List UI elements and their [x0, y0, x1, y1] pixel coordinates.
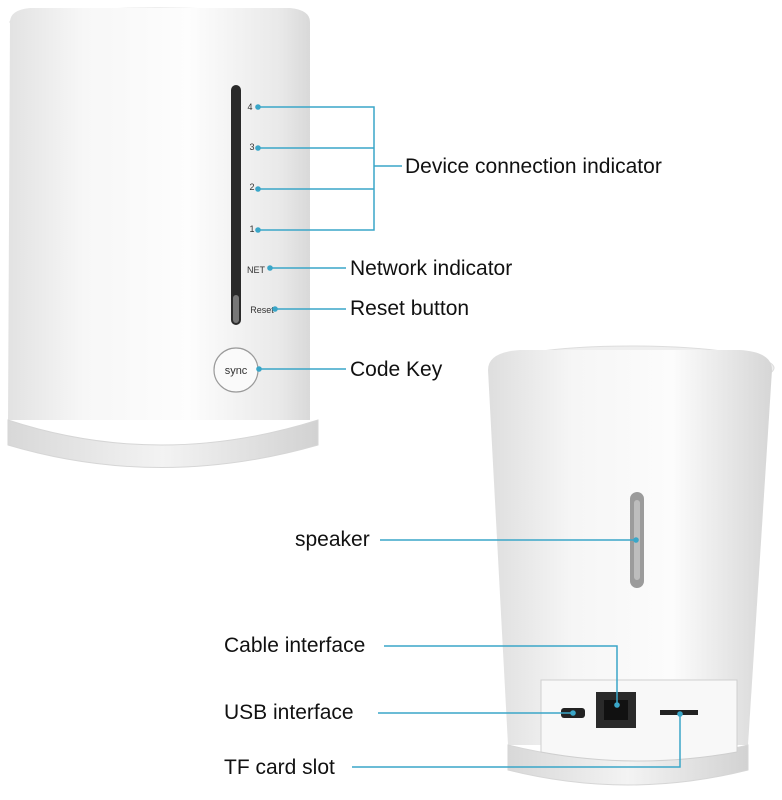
indicator-number-2: 2	[249, 182, 254, 192]
network-indicator-label: Network indicator	[350, 257, 513, 280]
net-text: NET	[247, 265, 266, 275]
code-key-label: Code Key	[350, 358, 443, 381]
reset-text: Reset	[250, 305, 274, 315]
tf-card-slot-label: TF card slot	[224, 756, 335, 779]
reset-button-label: Reset button	[350, 297, 470, 320]
leader-lines	[258, 106, 681, 768]
cable-interface-label: Cable interface	[224, 634, 366, 657]
usb-interface-label: USB interface	[224, 701, 354, 724]
speaker-label: speaker	[295, 528, 370, 551]
sync-text: sync	[225, 365, 248, 377]
back-device	[488, 345, 775, 786]
rear-panel	[540, 679, 738, 762]
indicator-number-4: 4	[247, 102, 252, 112]
reset-slot	[233, 295, 239, 323]
device-connection-indicator-label: Device connection indicator	[405, 155, 662, 178]
indicator-number-1: 1	[249, 224, 254, 234]
indicator-strip	[231, 85, 241, 325]
leader-dots	[255, 104, 683, 717]
front-device: 4 3 2 1 NET Reset sync	[7, 7, 319, 468]
indicator-number-3: 3	[249, 142, 254, 152]
